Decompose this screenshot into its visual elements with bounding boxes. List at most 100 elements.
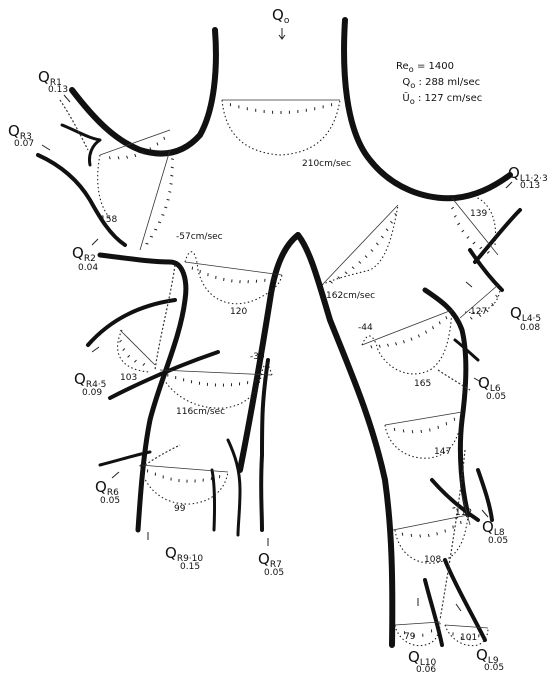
velocity-tick <box>365 256 367 258</box>
velocity-tick <box>150 236 153 237</box>
velocity-tick <box>446 316 447 319</box>
velocity-tick <box>164 137 165 140</box>
velocity-tick <box>403 340 404 343</box>
branch-fraction-l4-5: 0.08 <box>520 324 540 333</box>
arrow-l45 <box>466 282 472 287</box>
velocity-tick <box>418 335 419 338</box>
profile-left-mid <box>362 310 452 374</box>
param-mean-velocity: Ūo : 127 cm/sec <box>396 92 482 108</box>
velocity-tick <box>338 277 340 279</box>
left-outer-lower <box>478 470 492 520</box>
velocity-tick <box>411 338 412 341</box>
param-reynolds: Reo = 1400 <box>396 60 482 76</box>
velocity-tick <box>157 143 158 146</box>
profile-l10 <box>395 622 440 646</box>
velocity-tick <box>462 230 464 232</box>
velocity-tick <box>143 363 145 365</box>
velocity-tick <box>379 345 380 348</box>
branch-fraction-l8: 0.05 <box>488 537 508 546</box>
profile-baseline-r45 <box>120 330 155 365</box>
velocity-tick <box>402 533 403 536</box>
trachea-left-wall <box>72 30 216 154</box>
arrow-l9 <box>456 604 461 611</box>
arrow-inflow <box>279 28 285 39</box>
velocity-tick <box>396 342 397 345</box>
left-l45-wall <box>470 250 502 290</box>
velocity-label-left-main: 162cm/sec <box>326 292 375 301</box>
branch-fraction-l1-2-3: 0.13 <box>520 182 540 191</box>
velocity-tick <box>386 229 388 231</box>
right-r9-wall <box>228 440 240 535</box>
velocity-tick <box>123 348 125 350</box>
right-upper-branch <box>38 155 125 245</box>
velocity-tick <box>158 222 161 223</box>
velocity-tick <box>454 215 456 217</box>
velocity-tick <box>171 167 174 168</box>
branch-fraction-l10: 0.06 <box>416 666 436 675</box>
velocity-tick <box>437 532 438 535</box>
velocity-tick <box>119 340 121 342</box>
profile-baseline-upper-right <box>140 150 170 250</box>
velocity-label-l9: 101 <box>460 634 477 643</box>
velocity-label-left-bottom: 108 <box>424 556 441 565</box>
profile-main <box>222 100 340 155</box>
velocity-tick <box>330 281 332 283</box>
branch-label-l4-5: QL4·5 <box>510 306 541 324</box>
arrow-r3 <box>42 145 50 150</box>
arrow-r6 <box>112 472 119 478</box>
velocity-tick <box>439 321 440 324</box>
velocity-label-right-upper: 158 <box>100 216 117 225</box>
velocity-label-right-trunk-neg: -57cm/sec <box>176 233 223 242</box>
velocity-label-left-upper: 139 <box>470 210 487 219</box>
velocity-tick <box>345 272 347 274</box>
branch-fraction-r9-10: 0.15 <box>180 563 200 572</box>
velocity-tick <box>127 156 128 159</box>
branch-fraction-l6: 0.05 <box>486 393 506 402</box>
profile-baseline-right-trunk <box>185 262 282 275</box>
velocity-tick <box>170 183 173 184</box>
velocity-tick <box>387 344 388 347</box>
profile-baseline-l9 <box>445 625 488 628</box>
velocity-tick <box>411 534 412 537</box>
velocity-label-right-lower-neg: -39 <box>250 353 265 362</box>
velocity-tick <box>451 207 453 209</box>
velocity-tick <box>487 251 489 253</box>
profile-left-upper <box>470 195 496 245</box>
profile-r1 <box>98 155 110 218</box>
velocity-tick <box>135 154 136 157</box>
right-r9-inner <box>212 470 215 530</box>
branch-fraction-r45: 0.09 <box>82 389 102 398</box>
profile-right-trunk <box>185 252 282 304</box>
velocity-tick <box>420 534 421 537</box>
velocity-tick <box>118 156 119 159</box>
arrow-l8 <box>482 510 488 517</box>
velocity-tick <box>445 529 446 532</box>
velocity-label-left-mid-neg: -44 <box>358 324 373 333</box>
branch-label-r2: QR2 <box>72 246 96 264</box>
velocity-tick <box>161 215 164 216</box>
arrow-r2 <box>92 239 98 245</box>
velocity-tick <box>154 229 157 230</box>
r6-guide <box>145 445 180 465</box>
velocity-label-r6: 99 <box>174 505 185 514</box>
right-r45-wall <box>88 300 175 345</box>
velocity-tick <box>467 236 469 238</box>
branch-fraction-r1: 0.13 <box>48 86 68 95</box>
velocity-tick <box>167 199 170 200</box>
velocity-label-l10: 79 <box>404 633 415 642</box>
profile-baseline-l10 <box>395 622 440 625</box>
velocity-tick <box>164 207 167 208</box>
velocity-tick <box>496 295 498 297</box>
velocity-tick <box>470 317 472 319</box>
velocity-tick <box>134 360 136 362</box>
velocity-label-right-trunk-peak: 120 <box>230 308 247 317</box>
velocity-tick <box>461 521 462 524</box>
flow-parameters: Reo = 1400 Qo : 288 ml/sec Ūo : 127 cm/s… <box>396 60 482 108</box>
velocity-tick <box>390 221 392 223</box>
velocity-tick <box>352 267 354 269</box>
velocity-tick <box>457 223 459 225</box>
trachea-right-wall <box>344 20 510 198</box>
velocity-label-main: 210cm/sec <box>302 160 351 169</box>
velocity-tick <box>426 331 427 334</box>
velocity-label-r45: 103 <box>120 374 137 383</box>
